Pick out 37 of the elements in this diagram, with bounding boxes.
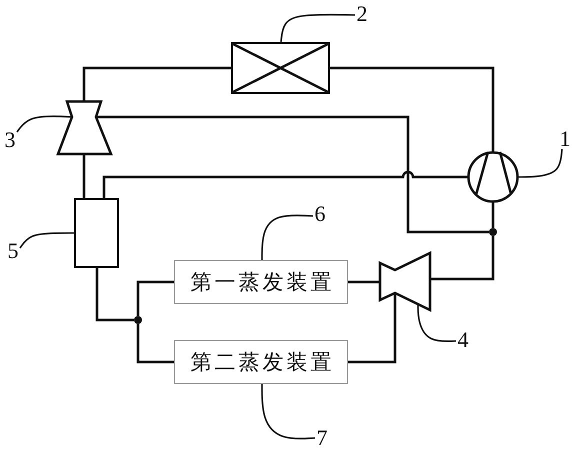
pipe-line [136,324,174,364]
callout-number: 7 [315,427,329,449]
evaporator-label: 第二蒸发装置 [190,349,334,375]
callout-number: 5 [6,240,20,262]
leader-line [518,148,563,178]
evaporator-box [174,340,348,384]
leader-line [16,116,72,132]
evaporator-label: 第一蒸发装置 [190,269,334,295]
callout-number: 1 [558,128,572,150]
compressor-symbol [467,150,519,204]
pipe-line [82,154,86,198]
junction-dot [489,228,497,236]
pipe-line [330,66,494,152]
callout-number: 6 [313,203,327,225]
pipe-line [102,170,468,198]
leader-line [19,232,74,248]
pipe-line [96,116,489,234]
callout-number: 3 [3,129,17,151]
pipe-line [348,280,380,284]
pipe-line [82,66,231,102]
leader-line [417,304,456,342]
nozzle-symbol [56,100,113,156]
leader-line [261,214,314,260]
pipe-line [96,268,134,322]
junction-dot [134,316,142,324]
pipe-line [136,280,174,316]
pipe-line [348,293,396,364]
leader-line [261,384,316,440]
pipe-line [430,236,494,280]
leader-line [280,14,356,42]
callout-number: 4 [456,329,470,351]
heat-exchanger-symbol [231,42,330,94]
receiver-tank [74,198,119,268]
pipe-line [492,202,494,228]
nozzle-symbol [378,251,432,312]
callout-number: 2 [355,3,369,25]
evaporator-box [174,260,348,304]
